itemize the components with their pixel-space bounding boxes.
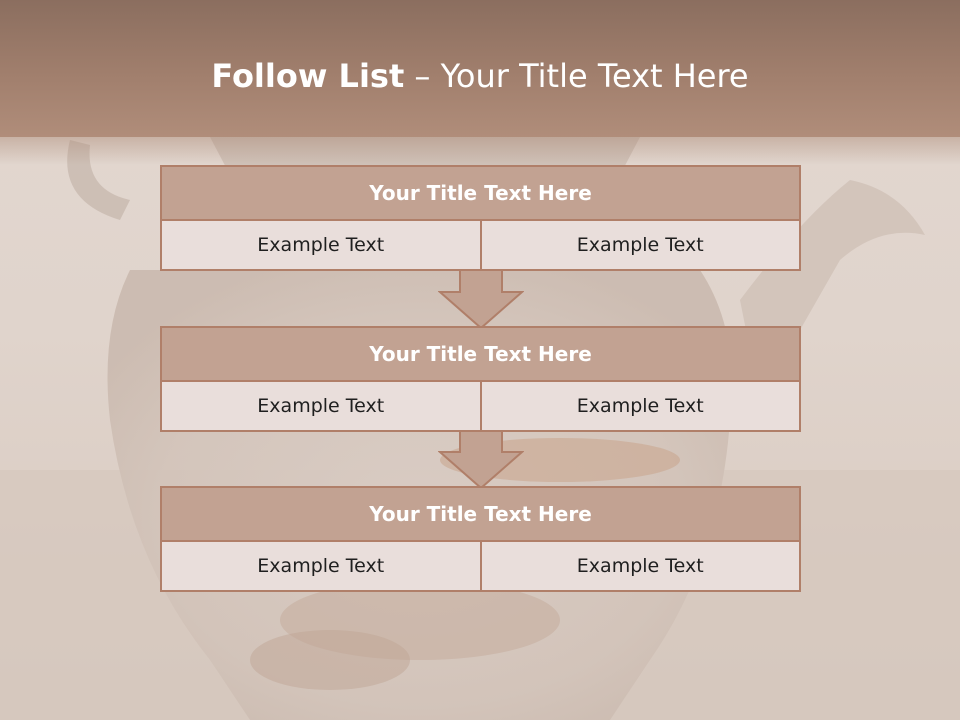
block-cell-right: Example Text bbox=[481, 542, 801, 592]
block-title: Your Title Text Here bbox=[160, 165, 801, 221]
list-block-2: Your Title Text Here Example Text Exampl… bbox=[160, 326, 801, 432]
block-title: Your Title Text Here bbox=[160, 486, 801, 542]
slide-title: Follow List – Your Title Text Here bbox=[0, 56, 960, 96]
block-cell-left: Example Text bbox=[160, 542, 482, 592]
list-block-1: Your Title Text Here Example Text Exampl… bbox=[160, 165, 801, 271]
title-bar-shadow bbox=[0, 137, 960, 165]
block-cell-left: Example Text bbox=[160, 221, 482, 271]
title-bar: Follow List – Your Title Text Here bbox=[0, 0, 960, 165]
block-row: Example Text Example Text bbox=[160, 221, 801, 271]
block-row: Example Text Example Text bbox=[160, 382, 801, 432]
block-cell-right: Example Text bbox=[481, 382, 801, 432]
slide-title-rest: – Your Title Text Here bbox=[404, 57, 749, 95]
block-cell-left: Example Text bbox=[160, 382, 482, 432]
block-row: Example Text Example Text bbox=[160, 542, 801, 592]
list-block-3: Your Title Text Here Example Text Exampl… bbox=[160, 486, 801, 592]
block-title: Your Title Text Here bbox=[160, 326, 801, 382]
slide-title-bold: Follow List bbox=[211, 57, 405, 95]
block-cell-right: Example Text bbox=[481, 221, 801, 271]
down-arrow-icon bbox=[438, 430, 524, 490]
down-arrow-icon bbox=[438, 270, 524, 330]
